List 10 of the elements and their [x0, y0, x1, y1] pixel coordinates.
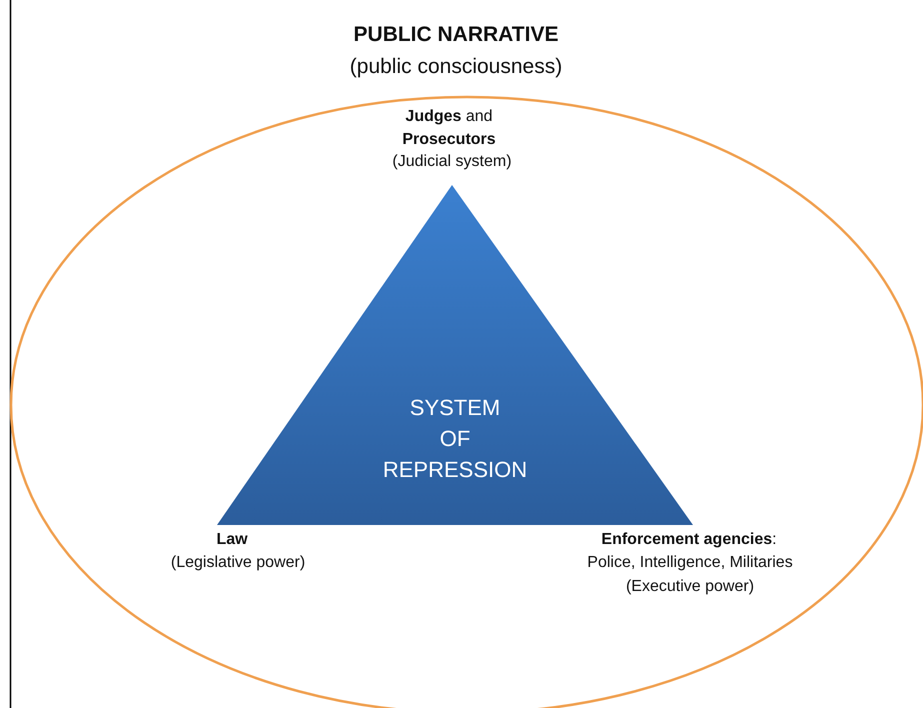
vertex-caption: (Executive power) — [624, 577, 756, 597]
vertex-caption: Police, Intelligence, Militaries — [586, 553, 794, 573]
vertex-label: Law — [215, 530, 249, 550]
diagram-heading: PUBLIC NARRATIVE — [352, 22, 560, 48]
vertex-label: Judges and Prosecutors — [401, 107, 497, 150]
vertex-label: Enforcement agencies: — [600, 530, 778, 550]
vertex-caption: (Judicial system) — [391, 152, 513, 172]
vertex-caption: (Legislative power) — [170, 553, 306, 573]
triangle-label: SYSTEM OF REPRESSION — [382, 394, 528, 484]
diagram-subheading: (public consciousness) — [348, 54, 564, 80]
